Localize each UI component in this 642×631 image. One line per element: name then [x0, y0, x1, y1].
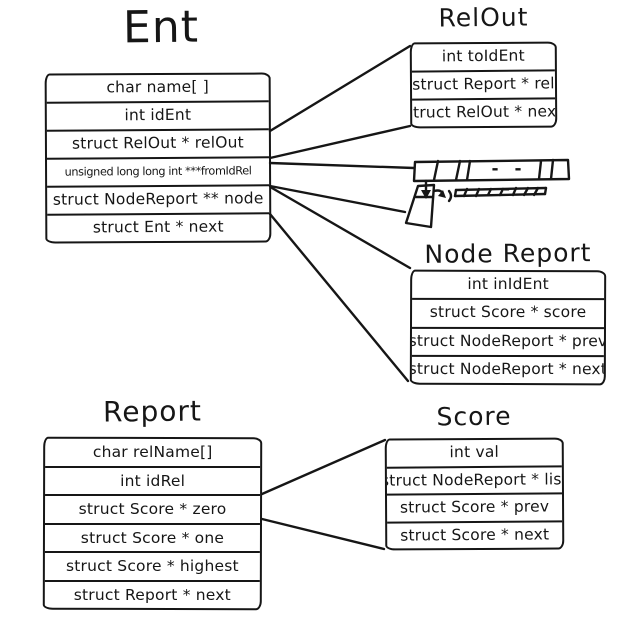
array-strip-sketch [453, 186, 548, 198]
curved-arrow-shaft [432, 189, 445, 197]
pointer-line-score-bottom [260, 517, 386, 551]
struct-field-inident: int inIdEnt [467, 275, 549, 294]
struct-field-node: struct NodeReport ** node [47, 184, 270, 214]
pointer-line-nodereport-bottom [268, 212, 410, 383]
struct-box-ent: char name[ ] int idEnt struct RelOut * r… [44, 72, 272, 244]
struct-box-report: char relName[] int idRel struct Score * … [42, 436, 263, 611]
array-bar-divider [432, 159, 440, 182]
struct-field-fromidrel: unsigned long long int ***fromIdRel [46, 156, 270, 186]
struct-field-score-ptr: struct Score * score [412, 298, 605, 327]
struct-field-idrel: int idRel [45, 465, 261, 495]
struct-field-ent-next: struct Ent * next [47, 212, 270, 242]
struct-field-one: struct Score * one [44, 522, 260, 551]
struct-field-val: int val [449, 442, 500, 462]
pointed-cell-sketch [404, 183, 436, 229]
array-strip-tick [474, 187, 481, 198]
struct-field-ident: int idEnt [46, 100, 269, 130]
struct-field-nodereport-next: struct NodeReport * next [411, 354, 604, 384]
struct-field-report-next: struct Report * next [44, 579, 260, 608]
pointer-line-array [268, 161, 416, 170]
curved-arrow-paren [447, 189, 453, 203]
struct-title-score: Score [436, 401, 512, 432]
pointer-line-nodereport-top [270, 186, 412, 270]
pointer-line-relout-top [268, 44, 412, 133]
struct-title-ent: Ent [122, 1, 200, 54]
struct-field-zero: struct Score * zero [45, 494, 261, 523]
struct-field-relout: struct RelOut * relOut [46, 128, 270, 158]
struct-title-relout: RelOut [438, 2, 529, 33]
array-strip-tick [532, 186, 540, 197]
struct-field-toident: int toIdEnt [441, 46, 525, 66]
struct-title-report: Report [102, 394, 203, 429]
curved-arrow-head [438, 190, 446, 198]
down-arrow-icon [421, 179, 431, 199]
struct-box-score: int val struct NodeReport * list struct … [384, 437, 565, 551]
array-strip-top [454, 186, 548, 192]
array-strip-bottom [453, 192, 547, 198]
array-bar-divider [537, 159, 543, 181]
pointed-cell-outline [404, 183, 436, 229]
struct-field-relout-next: struct RelOut * next [412, 97, 556, 127]
array-bar-divider [465, 159, 472, 182]
struct-field-score-prev: struct Score * prev [386, 492, 563, 522]
struct-field-name: char name[ ] [106, 77, 210, 97]
pointer-line-relout-bottom [268, 124, 412, 160]
struct-field-relname: char relName[] [92, 442, 213, 461]
struct-box-relout: int toIdEnt struct Report * rel struct R… [409, 41, 558, 129]
array-strip-tick [522, 186, 530, 197]
curved-arrow-icon [432, 189, 453, 203]
array-strip-tick [486, 187, 493, 197]
array-bar-divider [454, 159, 462, 182]
struct-field-score-next: struct Score * next [387, 519, 563, 549]
array-strip-tick [462, 187, 469, 198]
array-strip-endcap [453, 188, 458, 198]
struct-box-nodereport: int inIdEnt struct Score * score struct … [409, 269, 607, 386]
struct-field-rel: struct Report * rel [411, 69, 556, 99]
array-ellipsis-dashes: - - - [491, 159, 527, 199]
struct-field-nodereport-prev: struct NodeReport * prev [411, 326, 604, 355]
pointer-line-array-box [268, 184, 407, 214]
struct-field-highest: struct Score * highest [44, 550, 260, 580]
down-arrow-head [421, 190, 431, 199]
struct-field-list: struct NodeReport * list [386, 464, 563, 494]
array-strip-endcap [543, 186, 548, 196]
struct-title-nodereport: Node Report [424, 238, 592, 269]
array-bar-divider [549, 158, 555, 181]
pointer-line-score-top [260, 438, 387, 496]
